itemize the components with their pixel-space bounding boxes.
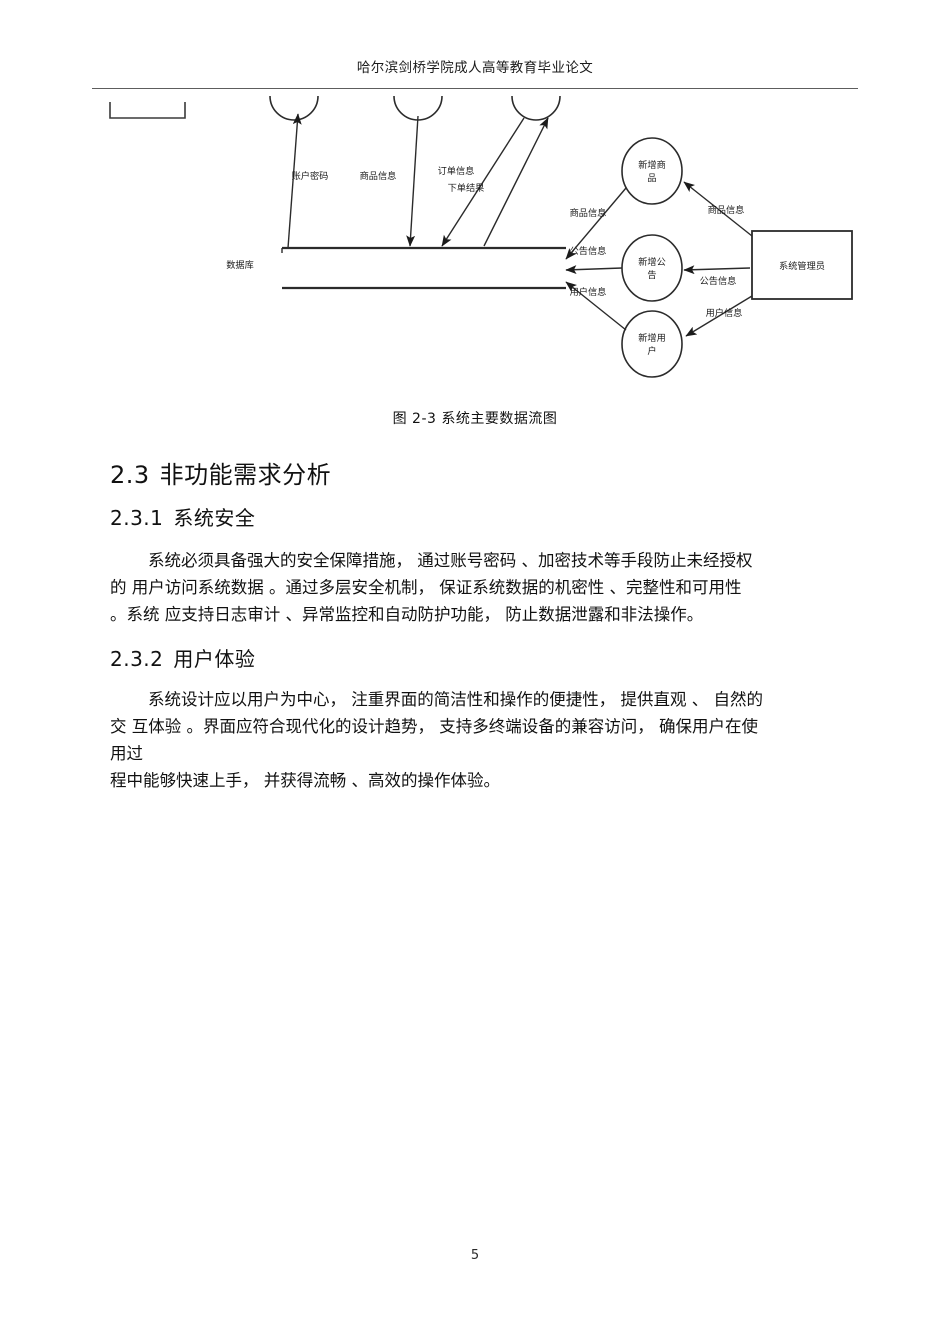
paragraph-line: 。系统 应支持日志审计 、异常监控和自动防护功能， 防止数据泄露和非法操作。: [110, 605, 704, 624]
datastore-database: 数据库: [226, 246, 566, 290]
process-add-product: 新增商 品: [621, 137, 683, 205]
process-add-user-label-line1: 新增用: [638, 332, 666, 344]
figure-data-flow-diagram: 数据库 账户密码 商品信息 订单信息 下单结果 新增商 品 新增公: [92, 96, 858, 386]
cropped-process-ellipses: [269, 96, 561, 121]
process-add-notice: 新增公 告: [621, 234, 683, 302]
flow-product-info-to-store: 商品信息: [565, 187, 627, 260]
flow-label-notice-info-mid: 公告信息: [570, 245, 607, 257]
figure-caption: 图 2-3 系统主要数据流图: [392, 411, 558, 427]
flow-admin-notice-info: 公告信息: [683, 265, 751, 287]
heading-2-3-1-number: 2.3.1: [110, 506, 164, 530]
heading-2-3-2: 2.3.2 用户体验: [110, 643, 255, 672]
paragraph-line: 的 用户访问系统数据 。通过多层安全机制， 保证系统数据的机密性 、完整性和可用…: [110, 578, 742, 597]
entity-system-administrator: 系统管理员: [751, 230, 853, 300]
process-add-user: 新增用 户: [621, 310, 683, 378]
process-add-notice-label-line1: 新增公: [638, 256, 666, 268]
process-add-notice-label-line2: 告: [647, 269, 656, 281]
paragraph-line: 系统设计应以用户为中心， 注重界面的简洁性和操作的便捷性， 提供直观 、 自然的: [148, 690, 763, 709]
paragraph-line: 交 互体验 。界面应符合现代化的设计趋势， 支持多终端设备的兼容访问， 确保用户…: [110, 717, 758, 736]
paragraph-line: 系统必须具备强大的安全保障措施， 通过账号密码 、加密技术等手段防止未经授权: [148, 551, 753, 570]
flow-label-order-info: 订单信息: [438, 165, 475, 177]
running-header-title: 哈尔滨剑桥学院成人高等教育毕业论文: [356, 60, 594, 76]
heading-2-3-1-title: 系统安全: [173, 506, 256, 530]
flow-label-user-info-mid: 用户信息: [570, 286, 607, 298]
paragraph-user-experience: 系统设计应以用户为中心， 注重界面的简洁性和操作的便捷性， 提供直观 、 自然的…: [110, 686, 862, 794]
flow-admin-product-info: 商品信息: [683, 181, 753, 237]
flow-order-result: 下单结果: [448, 117, 549, 247]
header-divider: [92, 88, 858, 89]
entity-system-administrator-label: 系统管理员: [779, 260, 825, 272]
process-add-user-label-line2: 户: [647, 345, 656, 357]
flow-order-info: 订单信息: [438, 117, 525, 247]
flow-label-order-result: 下单结果: [448, 182, 485, 194]
heading-2-3-1: 2.3.1 系统安全: [110, 502, 255, 531]
heading-2-3-2-title: 用户体验: [173, 647, 256, 671]
flow-label-account-password: 账户密码: [292, 170, 329, 182]
heading-2-3-number: 2.3: [110, 461, 150, 489]
flow-label-product-info-right: 商品信息: [708, 204, 745, 216]
flow-label-product-info-mid: 商品信息: [570, 207, 607, 219]
heading-2-3: 2.3 非功能需求分析: [110, 455, 331, 490]
flow-notice-info-to-store: 公告信息: [565, 245, 623, 275]
heading-2-3-2-number: 2.3.2: [110, 647, 164, 671]
flow-label-user-info-right: 用户信息: [706, 307, 743, 319]
flow-product-info-up: 商品信息: [360, 115, 419, 247]
process-add-product-label-line2: 品: [647, 173, 656, 184]
datastore-database-label: 数据库: [226, 259, 254, 271]
cropped-entity-box: [109, 102, 186, 119]
heading-2-3-title: 非功能需求分析: [159, 461, 332, 489]
page-number: 5: [470, 1248, 480, 1263]
flow-label-product-info-left: 商品信息: [360, 170, 397, 182]
flow-user-info-to-store: 用户信息: [565, 281, 627, 331]
paragraph-line: 用过: [110, 744, 143, 763]
paragraph-system-security: 系统必须具备强大的安全保障措施， 通过账号密码 、加密技术等手段防止未经授权 的…: [110, 547, 862, 628]
paragraph-line: 程中能够快速上手， 并获得流畅 、高效的操作体验。: [110, 771, 500, 790]
process-add-product-label-line1: 新增商: [638, 159, 666, 171]
flow-account-password: 账户密码: [287, 113, 329, 249]
flow-admin-user-info: 用户信息: [685, 295, 753, 337]
flow-label-notice-info-right: 公告信息: [700, 275, 737, 287]
